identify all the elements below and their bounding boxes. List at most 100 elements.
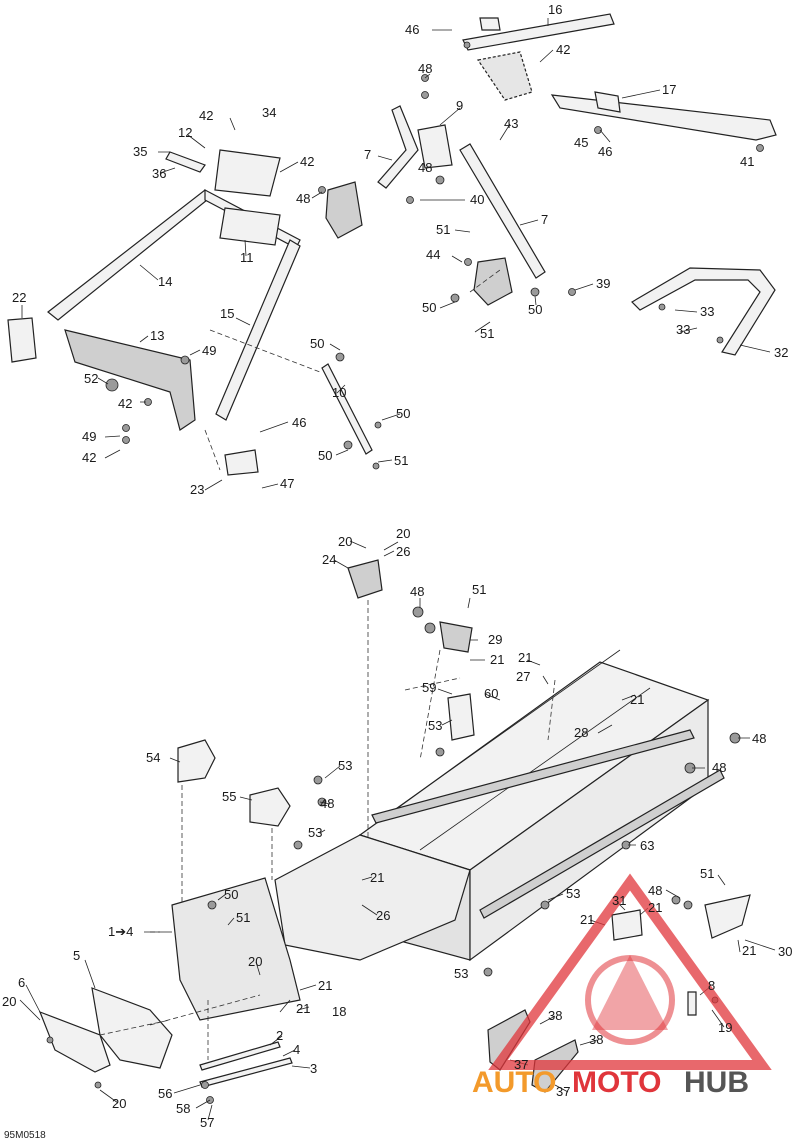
part-15-frame-tube [215, 239, 301, 421]
callout-label: 8 [708, 978, 715, 993]
callout-label: 51 [236, 910, 250, 925]
callout-label: 21 [296, 1001, 310, 1016]
callout-label: 21 [580, 912, 594, 927]
callout-label: 48 [648, 883, 662, 898]
callout-label: 40 [470, 192, 484, 207]
callout-label: 28 [574, 725, 588, 740]
callout-label: 20 [396, 526, 410, 541]
callout-label: 20 [248, 954, 262, 969]
slide-rail-upper [371, 729, 695, 824]
callout-label: 48 [418, 160, 432, 175]
callout-label: 33 [676, 322, 690, 337]
callout-label: 20 [2, 994, 16, 1009]
callout-label: 50 [422, 300, 436, 315]
callout-label: 38 [589, 1032, 603, 1047]
callout-label: 53 [308, 825, 322, 840]
callout-label: 49 [82, 429, 96, 444]
callout-label: 53 [428, 718, 442, 733]
callout-label: 21 [518, 650, 532, 665]
part-12-bracket [214, 149, 281, 197]
callout-label: 53 [454, 966, 468, 981]
callout-label: 34 [262, 105, 276, 120]
callout-label: 7 [541, 212, 548, 227]
callout-label: 5 [73, 948, 80, 963]
callout-label: 21 [742, 943, 756, 958]
callout-label: 57 [200, 1115, 214, 1130]
callout-label: 17 [662, 82, 676, 97]
callout-label: 16 [548, 2, 562, 17]
part-54-plate [177, 739, 216, 783]
callout-label: 22 [12, 290, 26, 305]
callout-label: 38 [548, 1008, 562, 1023]
fasteners [46, 74, 764, 1104]
callout-label: 58 [176, 1101, 190, 1116]
callout-label: 21 [630, 692, 644, 707]
callout-label: 55 [222, 789, 236, 804]
callout-label: 37 [514, 1057, 528, 1072]
callout-label: 45 [574, 135, 588, 150]
figure-code: 95M0518 [4, 1130, 46, 1141]
callout-label: 21 [490, 652, 504, 667]
callout-label: 32 [774, 345, 788, 360]
callout-label: 26 [396, 544, 410, 559]
callout-label: 42 [118, 396, 132, 411]
callout-label: 10 [332, 385, 346, 400]
callout-labels: 46 16 42 48 17 9 43 42 34 12 45 46 41 35… [2, 2, 792, 1130]
part-13-crossmember [64, 329, 196, 431]
callout-label: 42 [199, 108, 213, 123]
callout-label: 51 [394, 453, 408, 468]
part-17-brace [550, 91, 777, 141]
watermark-word-3: HUB [684, 1066, 749, 1099]
callout-label: 59 [422, 680, 436, 695]
callout-label: 14 [158, 274, 172, 289]
callout-label: 42 [556, 42, 570, 57]
part-36-pin [165, 151, 206, 173]
part-1-4-bulkhead [171, 877, 301, 1021]
callout-label: 23 [190, 482, 204, 497]
part-8-pin [687, 991, 697, 1016]
callout-label: 37 [556, 1084, 570, 1099]
part-9-bracket [417, 124, 453, 169]
part-32-bumper [631, 267, 776, 356]
part-59-bracket [447, 693, 475, 741]
part-7-right-strut [459, 143, 546, 279]
slide-rail-lower [479, 769, 725, 919]
callout-label: 30 [778, 944, 792, 959]
callout-label: 51 [480, 326, 494, 341]
callout-label: 54 [146, 750, 160, 765]
callout-label: 51 [700, 866, 714, 881]
callout-label: 46 [598, 144, 612, 159]
callout-label: 53 [338, 758, 352, 773]
callout-label: 6 [18, 975, 25, 990]
leader-lines [19, 18, 776, 1121]
callout-label: 41 [740, 154, 754, 169]
callout-label: 11 [240, 250, 254, 265]
callout-label: 50 [224, 887, 238, 902]
callout-label: 60 [484, 686, 498, 701]
callout-label: 15 [220, 306, 234, 321]
callout-label: 26 [376, 908, 390, 923]
part-24-bracket [347, 559, 383, 599]
part-22-bracket [7, 317, 37, 363]
watermark-word-1: AUTO [472, 1066, 556, 1099]
callout-label: 50 [318, 448, 332, 463]
callout-label: 18 [332, 1004, 346, 1019]
callout-label: 35 [133, 144, 147, 159]
callout-label: 42 [82, 450, 96, 465]
part-55-plate [249, 787, 291, 827]
callout-label: 29 [488, 632, 502, 647]
callout-label: 63 [640, 838, 654, 853]
callout-label: 50 [528, 302, 542, 317]
callout-label: 2 [276, 1028, 283, 1043]
part-11-bracket [219, 207, 281, 246]
callout-label: 42 [300, 154, 314, 169]
callout-label: 31 [612, 893, 626, 908]
callout-label: 48 [296, 191, 310, 206]
callout-label: 46 [292, 415, 306, 430]
callout-label: 21 [648, 900, 662, 915]
callout-label: 19 [718, 1020, 732, 1035]
callout-label: 50 [310, 336, 324, 351]
callout-label: 51 [436, 222, 450, 237]
watermark-text: AUTO MOTO HUB [472, 1066, 749, 1099]
